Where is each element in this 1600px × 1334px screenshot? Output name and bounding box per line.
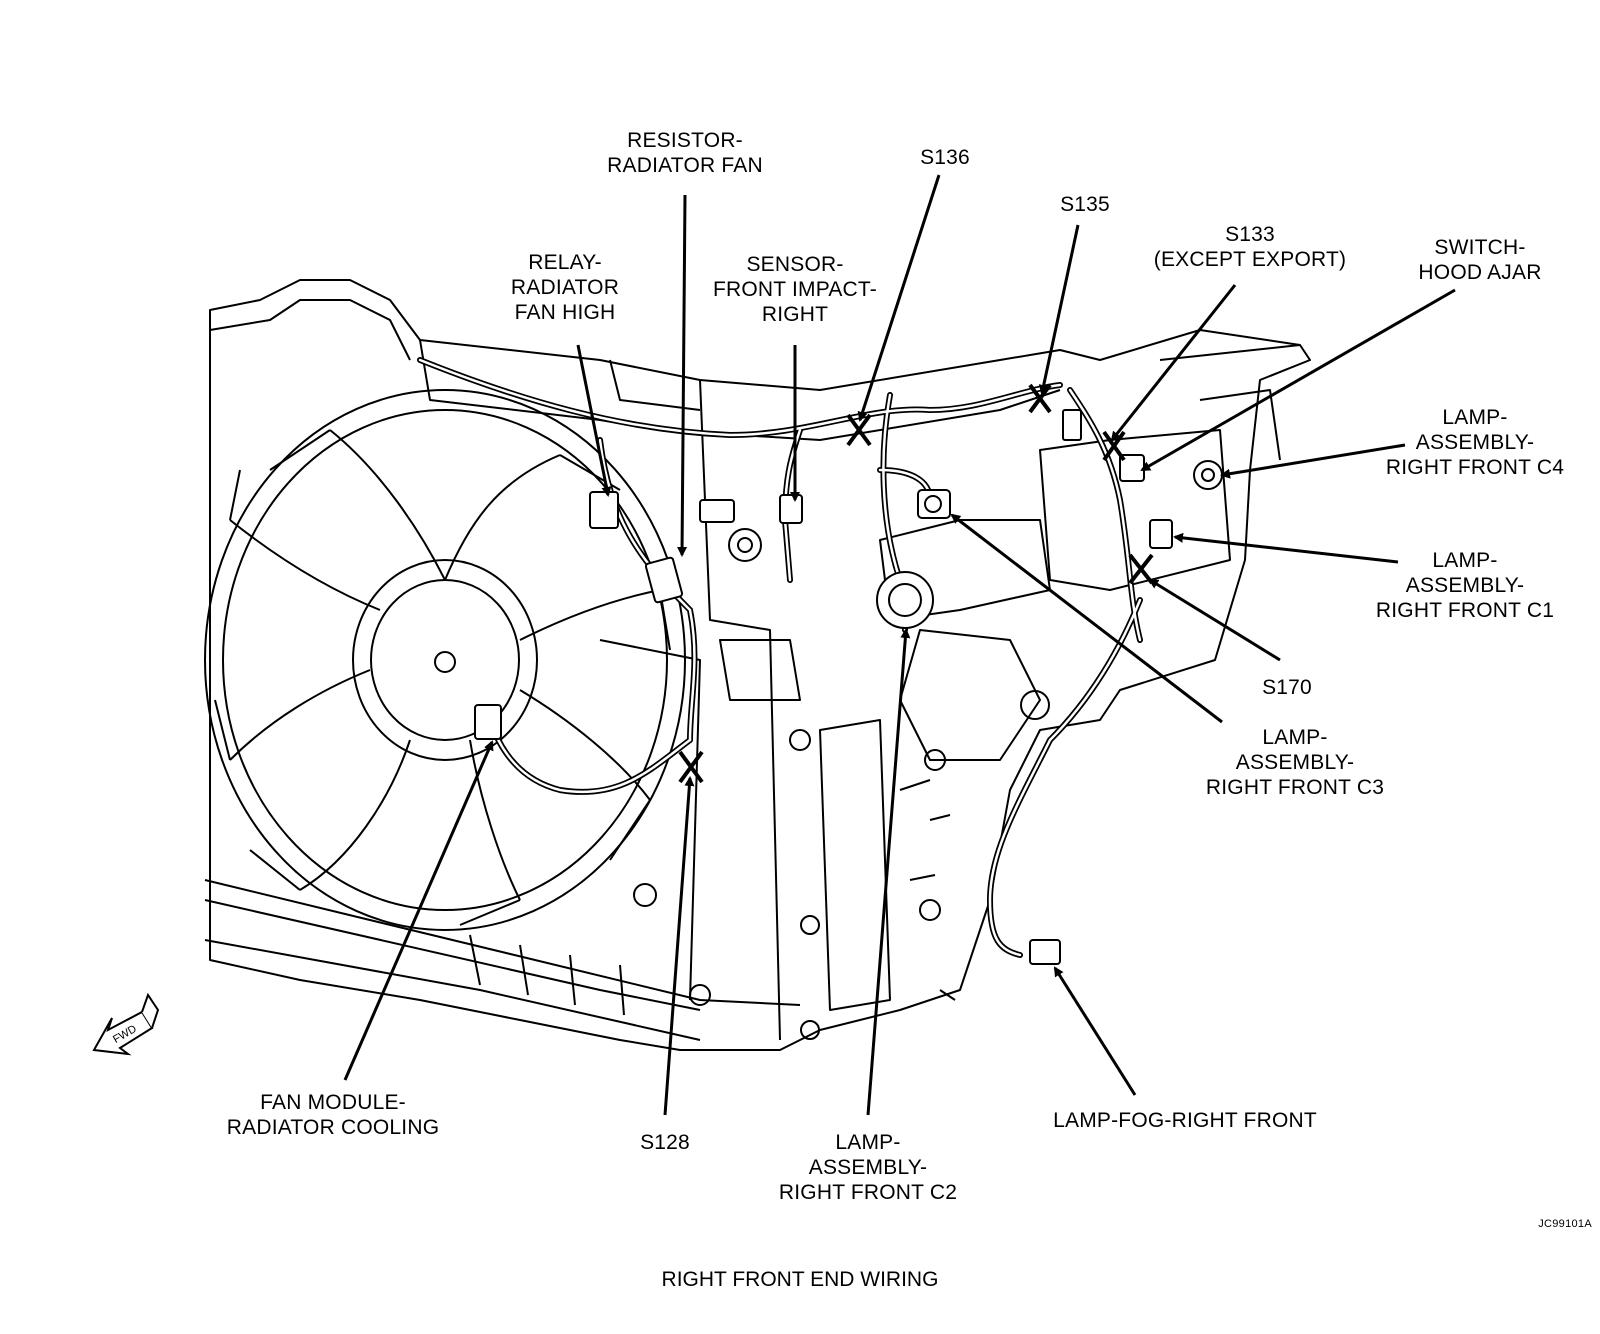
callout-sensor-front-impact-right: SENSOR- FRONT IMPACT- RIGHT [713, 252, 877, 327]
callout-line: RELAY- [528, 251, 602, 274]
callout-line: LAMP- [1442, 406, 1508, 429]
callout-line: LAMP- [1432, 549, 1498, 572]
figure-code: JC99101A [1538, 1218, 1592, 1230]
callout-line: SENSOR- [746, 253, 844, 276]
callout-line: (EXCEPT EXPORT) [1153, 248, 1347, 271]
wiring-harness-core [418, 358, 1142, 957]
callout-lamp-assembly-right-front-c1: LAMP- ASSEMBLY- RIGHT FRONT C1 [1376, 548, 1554, 623]
leader-fan-module [343, 740, 494, 1081]
callout-line: ASSEMBLY- [1415, 431, 1535, 454]
fwd-arrow-icon: FWD [92, 992, 160, 1056]
callout-line: FAN HIGH [514, 301, 616, 324]
callout-s128: S128 [640, 1130, 690, 1155]
radiator-fan [204, 389, 686, 931]
callout-lamp-assembly-right-front-c2: LAMP- ASSEMBLY- RIGHT FRONT C2 [779, 1130, 957, 1205]
leader-relay-radiator-fan-high [576, 344, 612, 497]
callout-s170: S170 [1262, 675, 1312, 700]
wiring-harness [417, 357, 1143, 958]
splice-s128 [678, 750, 704, 784]
callout-lamp-assembly-right-front-c3: LAMP- ASSEMBLY- RIGHT FRONT C3 [1206, 725, 1384, 800]
callout-line: RADIATOR COOLING [226, 1116, 440, 1139]
callout-line: ASSEMBLY- [1235, 751, 1355, 774]
callout-line: RIGHT [761, 303, 829, 326]
leader-resistor-radiator-fan [677, 194, 688, 557]
connectors [474, 409, 1223, 965]
leader-lines [343, 174, 1456, 1116]
callout-line: RIGHT FRONT C3 [1205, 776, 1385, 799]
leader-switch-hood-ajar [1140, 288, 1456, 472]
callout-lamp-fog-right-front: LAMP-FOG-RIGHT FRONT [1053, 1108, 1317, 1133]
callout-resistor-radiator-fan: RESISTOR- RADIATOR FAN [607, 128, 763, 178]
callout-s136: S136 [920, 145, 970, 170]
callout-line: LAMP- [835, 1131, 901, 1154]
diagram-caption: RIGHT FRONT END WIRING [661, 1268, 939, 1291]
callout-line: LAMP-FOG-RIGHT FRONT [1053, 1109, 1317, 1132]
callout-line: ASSEMBLY- [808, 1156, 928, 1179]
callout-line: FAN MODULE- [260, 1091, 406, 1114]
callout-line: RIGHT FRONT C2 [778, 1181, 958, 1204]
callout-line: RIGHT FRONT C1 [1375, 599, 1555, 622]
leader-s135 [1038, 224, 1080, 395]
callout-line: RADIATOR [510, 276, 620, 299]
leader-s170 [1148, 578, 1281, 662]
leader-lamp-c1 [1173, 532, 1399, 564]
callout-s135: S135 [1060, 192, 1110, 217]
callout-fan-module-radiator-cooling: FAN MODULE- RADIATOR COOLING [227, 1090, 439, 1140]
front-end-structure [204, 279, 1311, 1051]
callout-line: ASSEMBLY- [1405, 574, 1525, 597]
leader-s128 [663, 776, 695, 1116]
callout-line: RADIATOR FAN [607, 154, 763, 177]
callout-line: S128 [640, 1131, 690, 1154]
callout-switch-hood-ajar: SWITCH- HOOD AJAR [1418, 235, 1541, 285]
splice-s170 [1128, 553, 1154, 585]
callout-line: RESISTOR- [627, 129, 743, 152]
callout-line: RIGHT FRONT C4 [1385, 456, 1565, 479]
leader-lamp-c4 [1220, 443, 1406, 479]
leader-lamp-c3 [950, 513, 1223, 724]
callout-s133: S133 (EXCEPT EXPORT) [1154, 222, 1346, 272]
callout-line: FRONT IMPACT- [713, 278, 877, 301]
callout-line: S170 [1262, 676, 1312, 699]
leader-lamp-c2 [866, 628, 911, 1116]
callout-line: S133 [1225, 223, 1275, 246]
callout-line: HOOD AJAR [1418, 261, 1542, 284]
callout-lamp-assembly-right-front-c4: LAMP- ASSEMBLY- RIGHT FRONT C4 [1386, 405, 1564, 480]
mount-holes [633, 528, 1050, 1040]
callout-relay-radiator-fan-high: RELAY- RADIATOR FAN HIGH [511, 250, 619, 325]
callout-line: S136 [920, 146, 970, 169]
splice-marks [678, 383, 1154, 784]
leader-s133 [1110, 284, 1237, 442]
callout-line: S135 [1060, 193, 1110, 216]
leader-lamp-fog [1053, 966, 1137, 1096]
leader-s136 [857, 174, 941, 422]
callout-line: SWITCH- [1434, 236, 1526, 259]
callout-line: LAMP- [1262, 726, 1328, 749]
